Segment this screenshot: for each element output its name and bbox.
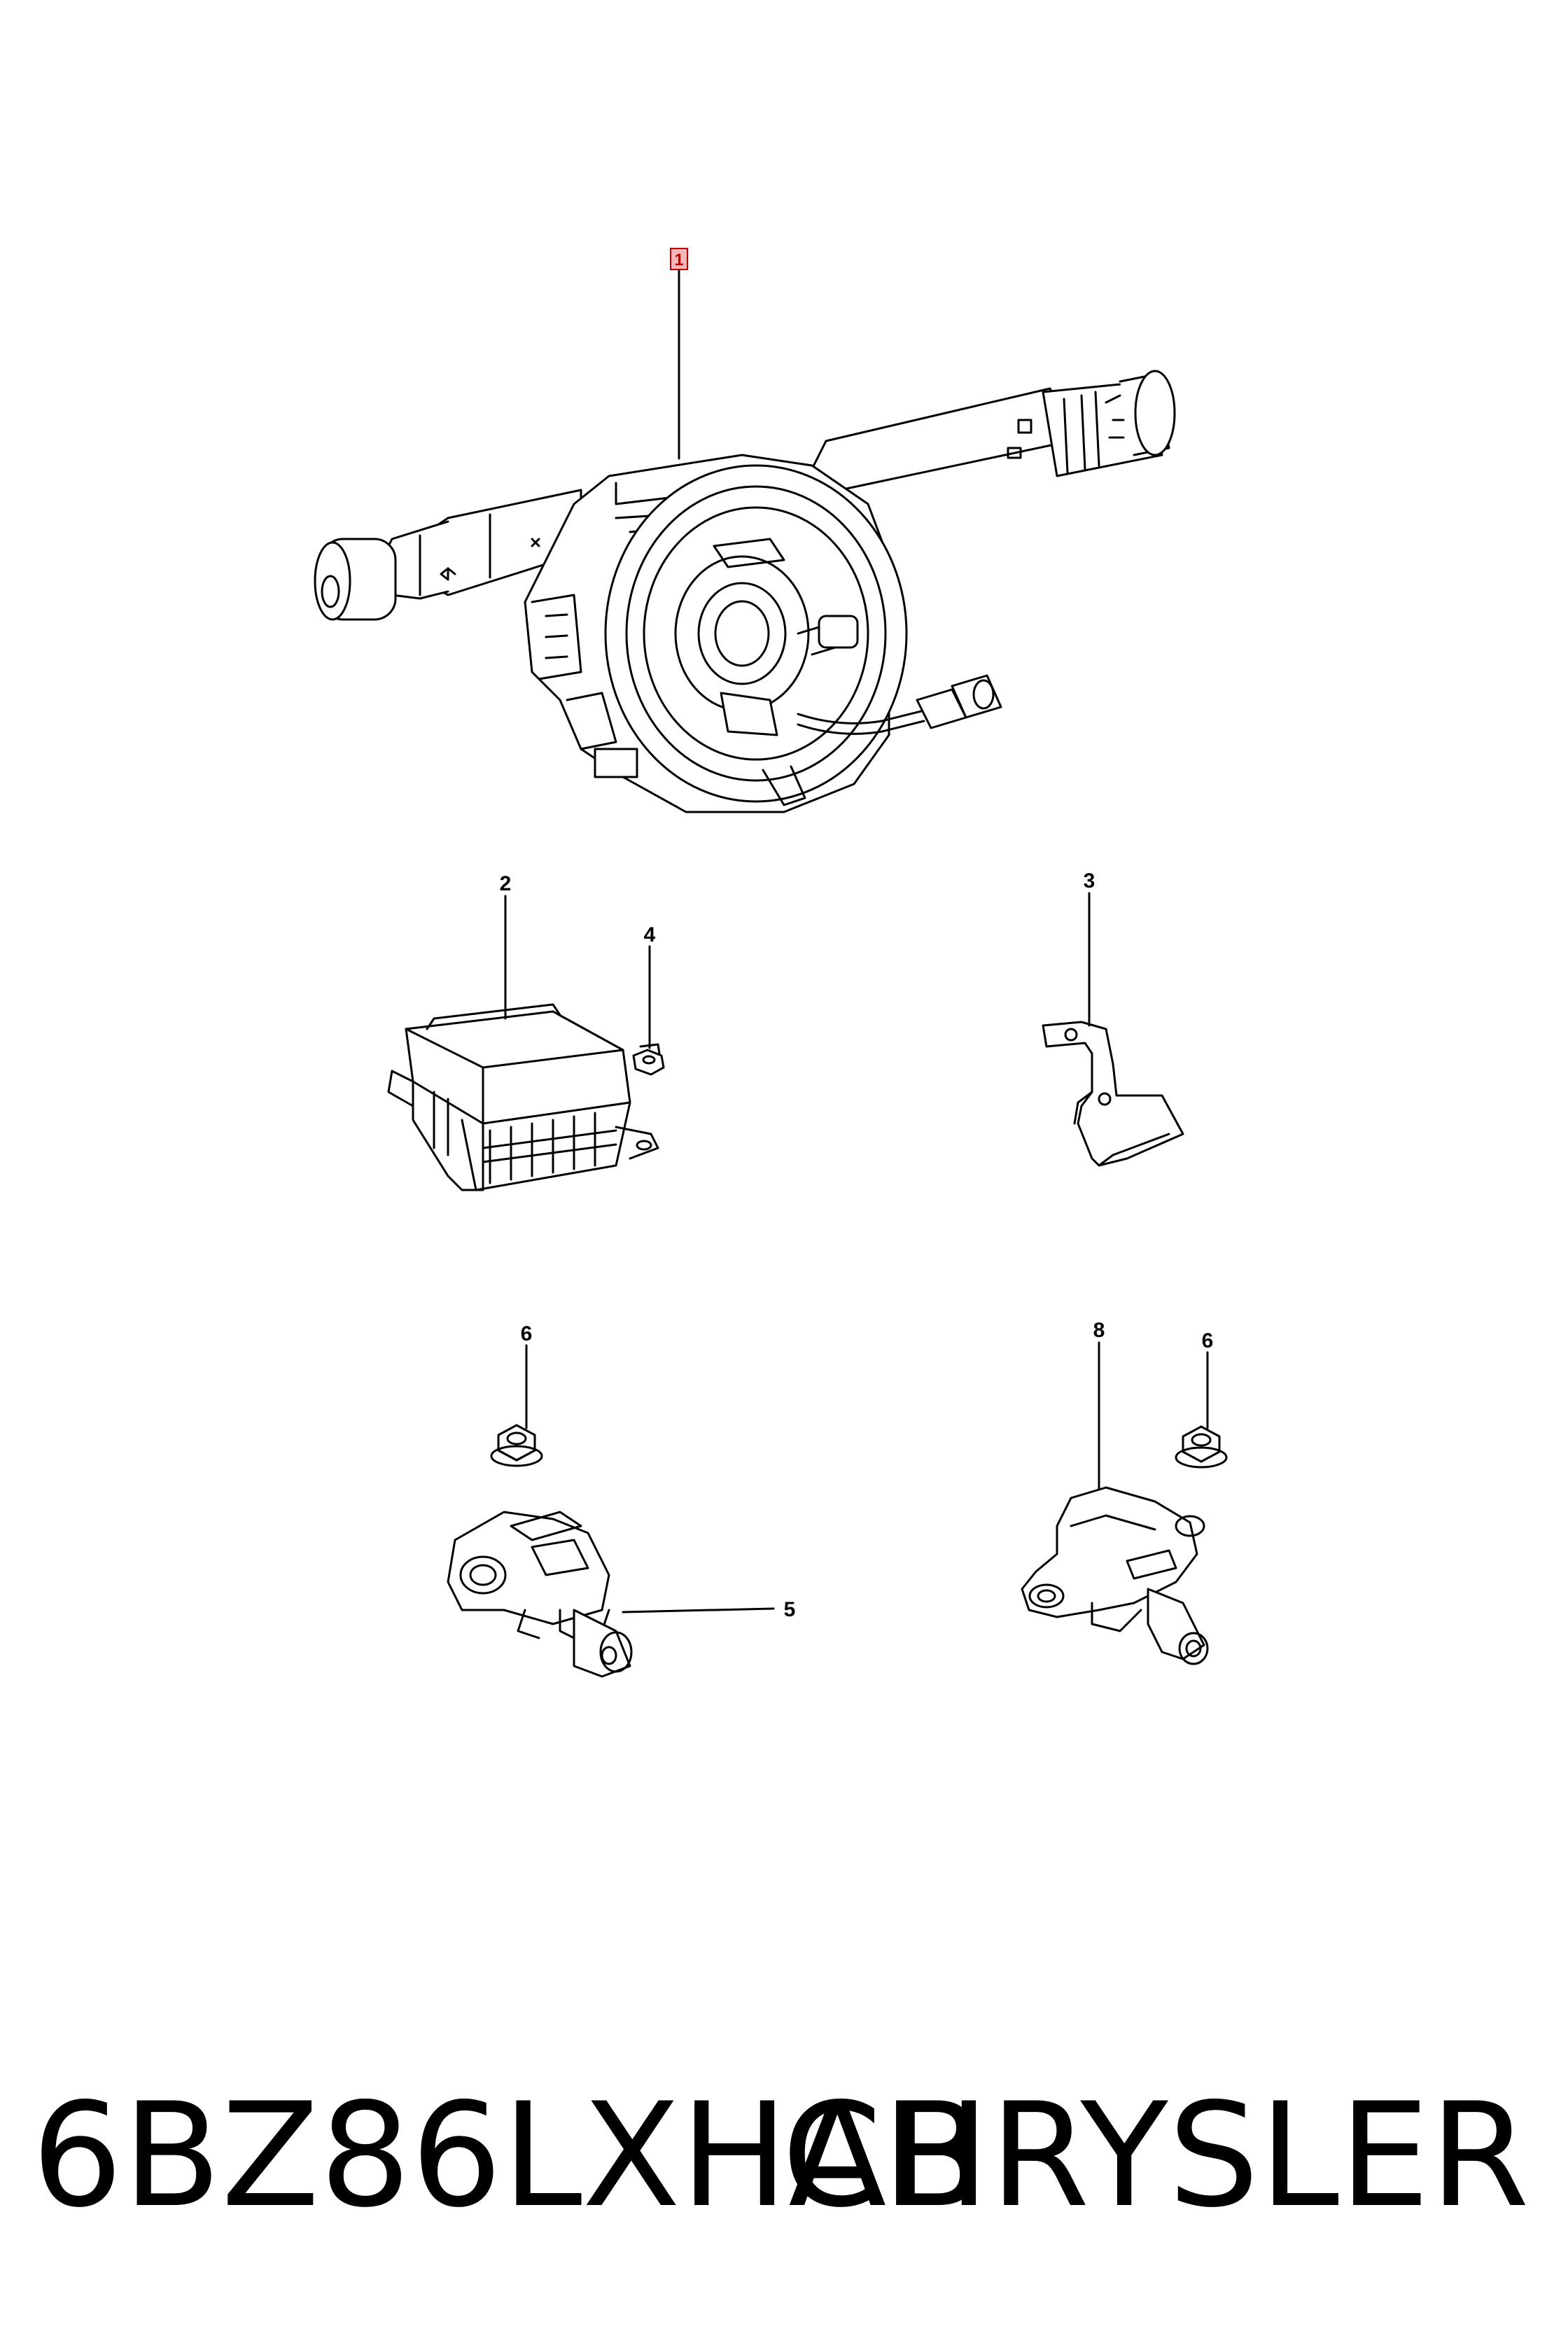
nut-part-4: [632, 1043, 665, 1076]
multifunction-switch-assembly: [314, 370, 1176, 813]
callout-8[interactable]: 8: [1093, 1319, 1105, 1342]
leader-5: [622, 1607, 775, 1614]
callout-6-left[interactable]: 6: [521, 1322, 533, 1345]
callout-1[interactable]: 1: [674, 251, 683, 270]
callout-6-right[interactable]: 6: [1202, 1329, 1214, 1352]
callout-5[interactable]: 5: [784, 1598, 796, 1621]
clockspring: [604, 464, 908, 806]
left-stalk: [314, 489, 582, 621]
brand-name: CHRYSLER: [781, 2073, 1530, 2239]
flange-nut-left: [490, 1424, 543, 1467]
callout-1-highlight: [670, 248, 688, 270]
occupant-restraint-module: [387, 1003, 659, 1191]
pigtail-connector: [797, 674, 1002, 735]
part-number: 6BZ86LXHAB: [31, 2073, 986, 2239]
flange-nut-right: [1175, 1425, 1228, 1469]
callout-4[interactable]: 4: [644, 923, 656, 946]
right-stalk: [804, 370, 1176, 491]
leader-lines: [504, 268, 1209, 1614]
impact-sensor-part-5: [447, 1511, 633, 1678]
impact-sensor-part-8: [1021, 1486, 1209, 1665]
bracket-part-3: [1042, 1021, 1184, 1167]
callout-2[interactable]: 2: [500, 872, 512, 895]
callout-3[interactable]: 3: [1084, 869, 1096, 892]
callout-labels: 1 2 3 4 6 8 6 5: [500, 248, 1214, 1621]
